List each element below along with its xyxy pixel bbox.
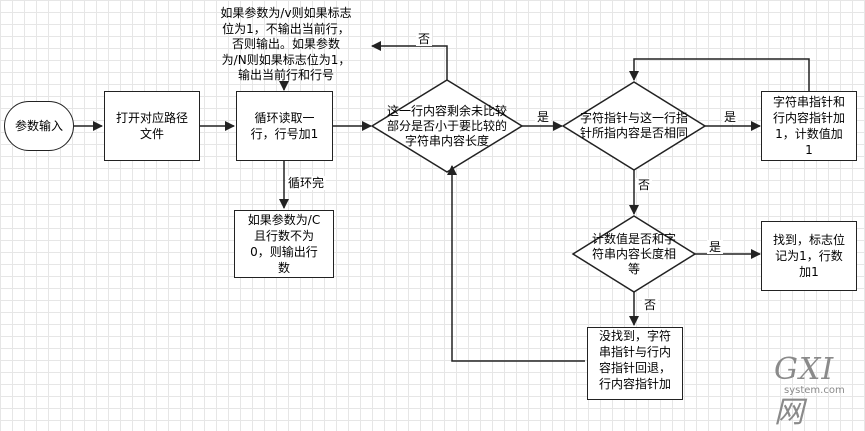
label-yes-2: 是 xyxy=(722,110,739,124)
remain-check-text: 这一行内容剩余未比较 部分是否小于要比较的 字符串内容长度 xyxy=(386,103,507,148)
edge-notfound-to-remain xyxy=(447,165,585,362)
count-equal-text: 计数值是否和字 符串内容长度相 等 xyxy=(591,231,676,276)
flowchart-canvas xyxy=(74,41,810,362)
edge-advance-to-char xyxy=(629,58,810,91)
label-no-2: 否 xyxy=(636,178,653,192)
label-yes-1: 是 xyxy=(535,110,552,124)
open-file-node: 打开对应路径 文件 xyxy=(104,91,200,161)
label-loop-done: 循环完 xyxy=(286,176,327,190)
edge-remain-no-to-vnote xyxy=(371,41,448,80)
char-equal-text: 字符指针与这一行指 针所指内容是否相同 xyxy=(579,111,688,140)
label-no-top: 否 xyxy=(416,32,433,46)
watermark-sub: system.com xyxy=(784,385,845,396)
label-no-3: 否 xyxy=(642,298,659,312)
label-yes-3: 是 xyxy=(707,240,724,254)
advance-pointers-node: 字符串指针和 行内容指针加 1，计数值加 1 xyxy=(761,91,857,161)
watermark-logo: GXI网 system.com xyxy=(770,352,865,430)
v-note-node: 如果参数为/v则如果标志 位为1，不输出当前行， 否则输出。如果参数 为/N则如… xyxy=(220,6,352,83)
input-node: 参数输入 xyxy=(4,101,74,151)
loop-read-node: 循环读取一 行，行号加1 xyxy=(236,91,333,161)
c-note-node: 如果参数为/C 且行数不为 0，则输出行 数 xyxy=(234,210,334,278)
not-found-node: 没找到，字符 串指针与行内 容指针回退， 行内容指针加 一 xyxy=(587,327,683,400)
found-node: 找到，标志位 记为1，行数 加1 xyxy=(761,221,857,291)
